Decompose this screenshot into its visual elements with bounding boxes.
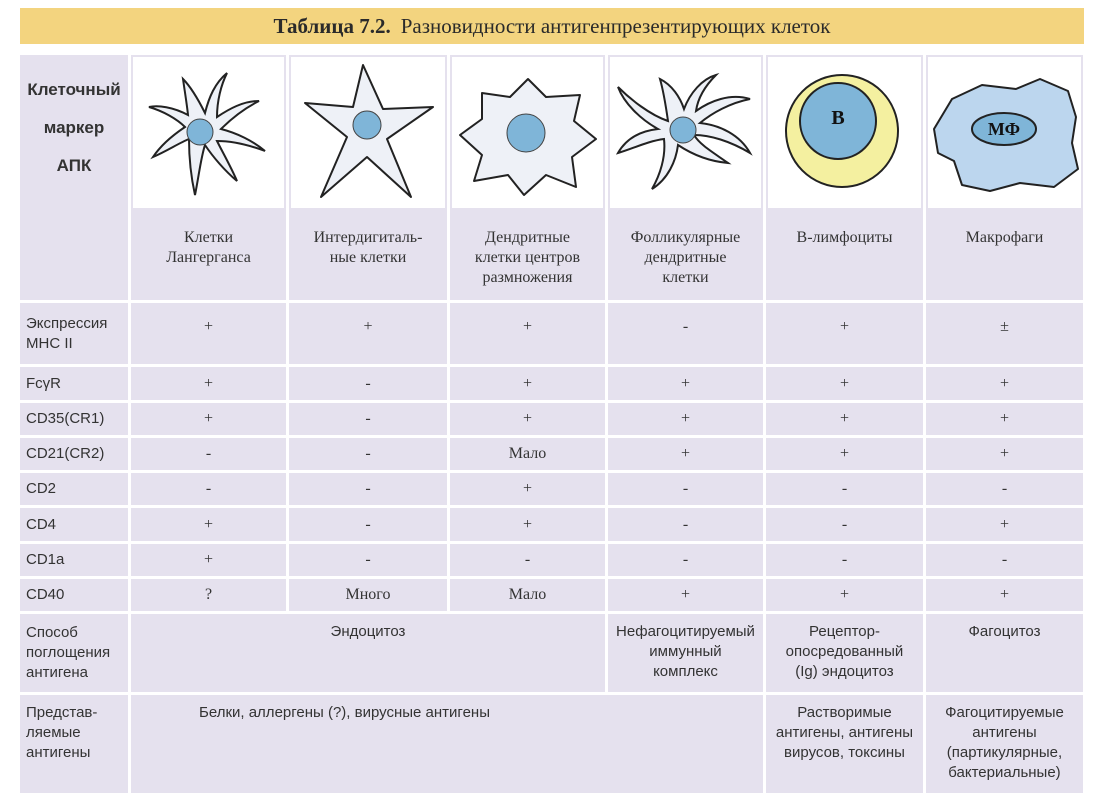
row-label-cd1a: CD1a [20,544,128,576]
table-cell: - [608,508,763,541]
table-cell: - [926,473,1083,505]
table-cell: + [766,438,923,470]
table-cell: + [131,303,286,364]
table-cell: + [131,544,286,576]
column-name: В-лимфоциты [796,229,893,246]
table-number: Таблица 7.2. [273,13,391,38]
row-label-cd21: CD21(CR2) [20,438,128,470]
table-cell: - [289,544,447,576]
table-cell: + [608,579,763,611]
table-cell: - [131,473,286,505]
row-label-mhc-ii: Экспрессия МНС II [20,303,128,364]
table-cell: + [766,367,923,400]
table-cell: + [926,367,1083,400]
table-cell: + [450,473,605,505]
table-cell: - [608,544,763,576]
table-title: Таблица 7.2. Разновидности антигенпрезен… [20,8,1084,44]
antigens-macrophages-cell: Фагоцитируемые антигены (партикулярные, … [926,695,1083,793]
table-cell: + [926,403,1083,435]
table-caption: Разновидности антигенпрезентирующих клет… [400,13,831,38]
table-cell: + [450,367,605,400]
table-cell: - [289,403,447,435]
langerhans-cell-icon [148,72,266,196]
marker-header-line-2: маркер [43,118,105,137]
langerhans-cell-image [133,57,284,208]
interdigitating-cell-image [291,57,445,208]
uptake-endocytosis-cell: Эндоцитоз [131,614,605,692]
table-cell: + [926,438,1083,470]
table-cell: + [289,303,447,364]
uptake-follicular-cell: Нефагоцитируемый иммунный комплекс [608,614,763,692]
table-cell: - [289,508,447,541]
uptake-macrophages-cell: Фагоцитоз [926,614,1083,692]
marker-header-cell: Клеточный маркер АПК [20,55,128,300]
table-cell: Мало [450,579,605,611]
table-cell: + [131,508,286,541]
column-name: Дендритные клетки центров размножения [474,229,581,286]
row-label-fcgr: FcγR [20,367,128,400]
row-label-cd40: CD40 [20,579,128,611]
table-cell: + [766,403,923,435]
table-cell: - [608,473,763,505]
follicular-dendritic-cell-image [610,57,761,208]
table-cell: - [289,367,447,400]
table-cell: + [766,303,923,364]
table-cell: - [766,508,923,541]
row-label-cd2: CD2 [20,473,128,505]
uptake-b-cells-cell: Рецептор- опосредованный (Ig) эндоцитоз [766,614,923,692]
table-cell: - [766,544,923,576]
table-cell: + [450,303,605,364]
germinal-center-dendritic-cell-image [452,57,603,208]
table-cell: - [131,438,286,470]
row-label-antigens: Представ- ляемые антигены [20,695,128,793]
macrophage-nucleus-label: МФ [987,119,1021,139]
table-cell: + [608,438,763,470]
column-name: Клетки Лангерганса [166,229,251,266]
follicular-dendritic-cell-icon [615,72,753,190]
row-label-uptake: Способ поглощения антигена [20,614,128,692]
b-cell-nucleus-label: В [831,107,845,129]
table-cell: + [131,367,286,400]
table-cell: ± [926,303,1083,364]
table-cell: + [608,403,763,435]
table-cell: - [450,544,605,576]
antigens-dendritic-cell: Белки, аллергены (?), вирусные антигены [131,695,763,793]
column-name: Фолликулярные дендритные клетки [630,229,741,286]
table-cell: - [289,473,447,505]
table-cell: - [766,473,923,505]
table-cell: + [450,508,605,541]
table-cell: ? [131,579,286,611]
table-cell: + [450,403,605,435]
column-name: Интердигиталь- ные клетки [313,229,423,266]
table-cell: - [289,438,447,470]
table-cell: + [608,367,763,400]
antigens-b-cells-cell: Растворимые антигены, антигены вирусов, … [766,695,923,793]
b-lymphocyte-image: В [768,57,921,208]
table-cell: Много [289,579,447,611]
table-cell: - [608,303,763,364]
row-label-cd4: CD4 [20,508,128,541]
germinal-center-dendritic-cell-icon [459,78,597,196]
b-lymphocyte-icon [785,74,899,188]
interdigitating-cell-icon [304,64,434,198]
table-cell: + [926,508,1083,541]
macrophage-icon [933,78,1079,192]
table-cell: + [131,403,286,435]
table-cell: - [926,544,1083,576]
table-cell: Мало [450,438,605,470]
table-cell: + [766,579,923,611]
marker-header-line-1: Клеточный [27,80,121,99]
row-label-cd35: CD35(CR1) [20,403,128,435]
macrophage-image: МФ [928,57,1081,208]
table-cell: + [926,579,1083,611]
marker-header-line-3: АПК [56,156,92,175]
column-name: Макрофаги [965,229,1044,246]
